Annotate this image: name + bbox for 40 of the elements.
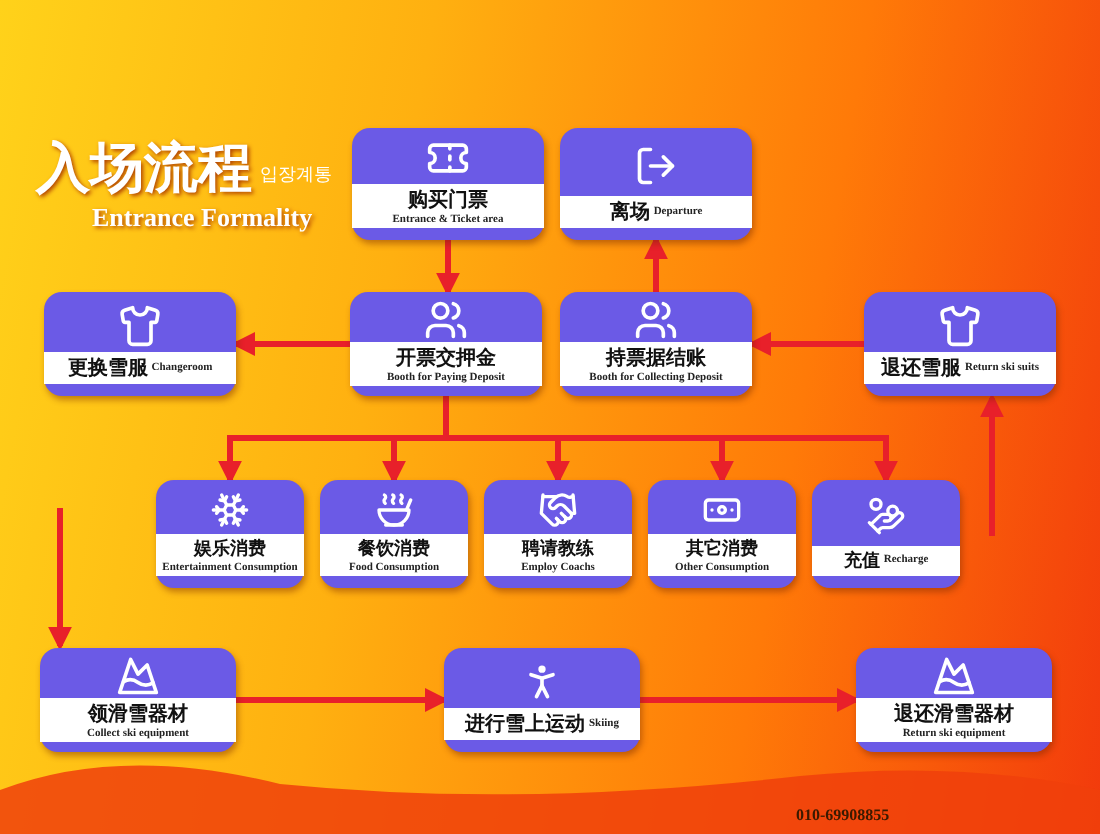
process-box: [156, 480, 304, 588]
chinese-label: 开票交押金: [396, 344, 496, 372]
subtitle: 입장계통: [260, 164, 332, 188]
arrow: [236, 688, 449, 712]
chinese-label: 离场: [609, 198, 650, 226]
process-box: [44, 292, 236, 396]
arrow: [231, 332, 350, 356]
process-box: [812, 480, 960, 588]
arrow: [436, 240, 460, 297]
arrow: [747, 332, 864, 356]
chinese-label: 餐饮消费: [358, 536, 430, 562]
process-box: [40, 648, 236, 752]
process-box: [320, 480, 468, 588]
process-box: [352, 128, 544, 240]
chinese-label: 领滑雪器材: [88, 701, 188, 728]
chinese-label: 聘请教练: [522, 536, 594, 562]
chinese-label: 退还滑雪器材: [894, 701, 1014, 728]
process-box: [560, 128, 752, 240]
arrow: [640, 688, 861, 712]
chinese-label: 娱乐消费: [194, 536, 266, 562]
subtitle: Entrance Formality: [92, 202, 313, 234]
arrow: [980, 393, 1004, 536]
arrow: [48, 508, 72, 651]
chinese-label: 购买门票: [408, 186, 488, 214]
process-box: [484, 480, 632, 588]
chinese-label: 更换雪服: [67, 355, 148, 382]
process-box: [856, 648, 1052, 752]
chinese-label: 其它消费: [686, 536, 758, 562]
process-box: [648, 480, 796, 588]
arrow: [644, 235, 668, 292]
process-box: [864, 292, 1056, 396]
chinese-label: 持票据结账: [606, 345, 706, 372]
process-box: [560, 292, 752, 396]
chinese-label: 退还雪服: [881, 355, 961, 382]
chinese-label: 进行雪上运动: [465, 711, 585, 738]
title: 入场流程: [36, 136, 252, 204]
chinese-label: 充值: [843, 548, 880, 574]
process-box: [444, 648, 640, 752]
phone-number: 010-69908855: [796, 806, 890, 824]
process-box: [350, 292, 542, 396]
